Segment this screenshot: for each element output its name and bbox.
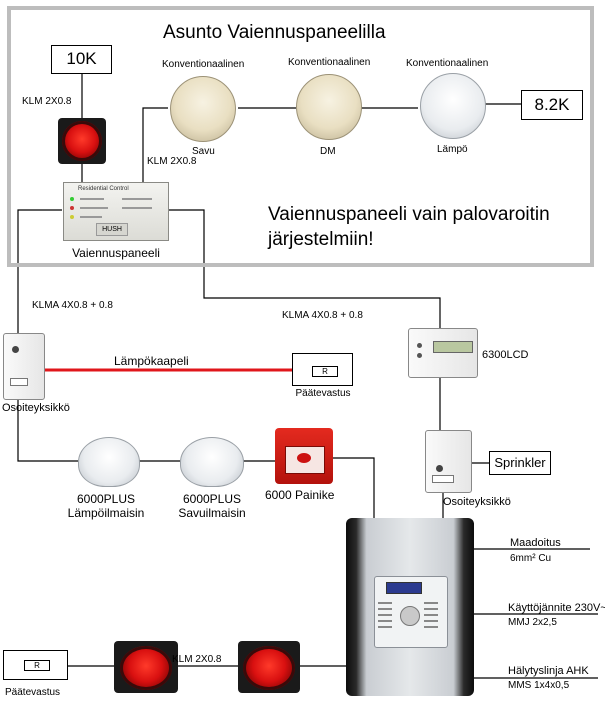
apartment-title: Asunto Vaiennuspaneelilla [163, 22, 386, 43]
cable-label-klm-bottom: KLM 2X0.8 [172, 654, 222, 665]
heat-cable-label: Lämpökaapeli [114, 354, 189, 368]
lcd-module-icon [408, 328, 478, 378]
sounder-icon [243, 646, 295, 690]
conventional-label-3: Konventionaalinen [406, 58, 489, 69]
terminal-resistor-2-box: R [3, 650, 68, 680]
sounder-icon [62, 121, 102, 161]
earth-title: Maadoitus [510, 537, 561, 549]
address-unit-2-label: Osoiteyksikkö [443, 496, 511, 508]
lcd-module-label: 6300LCD [482, 349, 529, 361]
cable-label-klma-right: KLMA 4X0.8 + 0.8 [282, 310, 363, 321]
smoke-detector-6000-icon [180, 437, 244, 487]
heat-detector-6000-icon [78, 437, 140, 487]
silencer-panel-icon: Residential Control HUSH [63, 182, 169, 241]
heat-detector-icon [420, 73, 486, 139]
address-unit-1-label: Osoiteyksikkö [2, 402, 70, 414]
conventional-label-1: Konventionaalinen [162, 59, 245, 70]
address-unit-2-icon [425, 430, 472, 493]
smoke-detector-6000-line2: Savuilmaisin [178, 506, 246, 520]
cable-label-klm-top: KLM 2X0.8 [22, 96, 72, 107]
silencer-panel-label: Vaiennuspaneeli [72, 246, 160, 260]
fire-control-panel-icon [346, 518, 474, 696]
heat-detector-6000-line2: Lämpöilmaisin [67, 506, 145, 520]
smoke-detector-6000-line1: 6000PLUS [182, 492, 242, 506]
earth-spec: 6mm² Cu [510, 553, 552, 564]
apartment-frame [7, 6, 594, 267]
terminal-resistor-1-box: R [292, 353, 353, 386]
label-lampo: Lämpö [437, 144, 468, 155]
resistor-icon: R [312, 366, 338, 377]
resistor-icon: R [24, 660, 50, 671]
alarm-line-title: Hälytyslinja AHK [508, 665, 589, 677]
label-savu: Savu [192, 146, 215, 157]
supply-spec: MMJ 2x2,5 [508, 617, 557, 628]
cable-label-klma-left: KLMA 4X0.8 + 0.8 [32, 300, 113, 311]
resistor-10k-box: 10K [51, 45, 112, 74]
cable-label-klm-mid: KLM 2X0.8 [147, 156, 197, 167]
resistor-82k-box: 8.2K [521, 90, 583, 120]
alarm-line-spec: MMS 1x4x0,5 [508, 680, 570, 691]
note-line-2: järjestelmiin! [268, 229, 374, 250]
label-dm: DM [320, 146, 336, 157]
multi-detector-icon [296, 74, 362, 140]
silencer-hush-button: HUSH [96, 223, 128, 236]
heat-detector-6000-line1: 6000PLUS [76, 492, 136, 506]
address-unit-1-icon [3, 333, 45, 400]
note-line-1: Vaiennuspaneeli vain palovaroitin [268, 204, 550, 225]
manual-call-point-label: 6000 Painike [265, 488, 335, 502]
terminal-resistor-1-label: Päätevastus [295, 388, 351, 399]
silencer-face-title: Residential Control [78, 186, 129, 192]
smoke-detector-icon [170, 76, 236, 142]
supply-title: Käyttöjännite 230V~ [508, 602, 605, 614]
conventional-label-2: Konventionaalinen [288, 57, 371, 68]
manual-call-point-icon [275, 428, 333, 484]
sounder-icon [120, 646, 172, 690]
sprinkler-box: Sprinkler [489, 451, 551, 475]
terminal-resistor-2-label: Päätevastus [5, 687, 61, 698]
